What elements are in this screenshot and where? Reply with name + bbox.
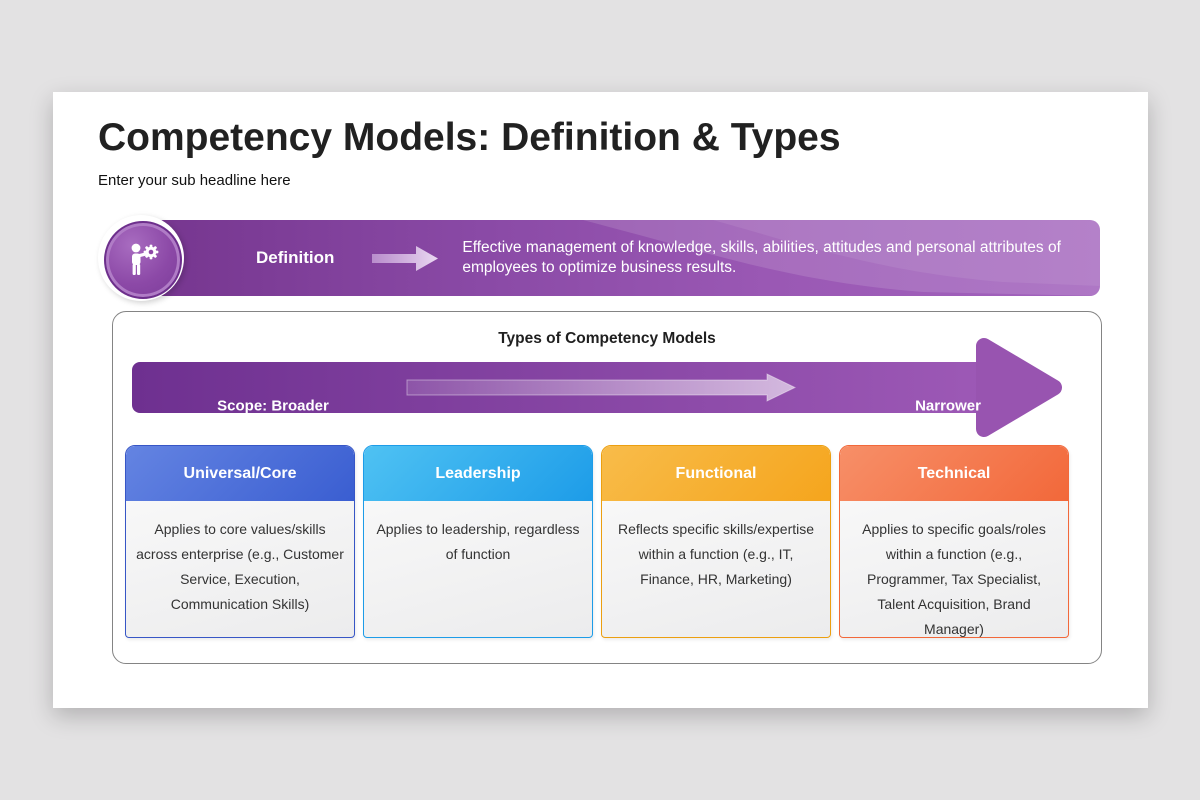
definition-label: Definition [256,248,335,267]
banner-content: Definition Effective management of knowl… [153,220,1100,296]
card-description: Reflects specific skills/expertise withi… [617,521,815,587]
card-universal-core: Universal/Core Applies to core values/sk… [125,445,355,638]
card-title: Technical [917,464,991,482]
types-section-title: Types of Competency Models [498,330,716,347]
card-description: Applies to core values/skills across ent… [136,521,344,612]
card-description: Applies to specific goals/roles within a… [862,521,1046,637]
card-title: Functional [675,464,757,482]
scope-broader-label: Scope: Broader [217,397,329,415]
card-description: Applies to leadership, regardless of fun… [376,521,580,562]
icon-disc [104,221,182,299]
scope-arrow-shape [132,338,1062,437]
page-subtitle: Enter your sub headline here [98,172,291,189]
card-header: Functional [602,446,830,501]
person-gear-icon [131,243,159,275]
scope-narrower-label: Narrower [915,397,981,415]
card-header: Universal/Core [126,446,354,501]
banner-swoosh-shape [583,220,1100,296]
page-title: Competency Models: Definition & Types [98,116,841,159]
card-title: Universal/Core [183,464,297,482]
card-technical: Technical Applies to specific goals/role… [839,445,1069,638]
definition-description: Effective management of knowledge, skill… [462,239,1061,276]
card-leadership: Leadership Applies to leadership, regard… [363,445,593,638]
card-functional: Functional Reflects specific skills/expe… [601,445,831,638]
card-header: Leadership [364,446,592,501]
card-title: Leadership [435,464,521,482]
definition-banner: Definition Effective management of knowl… [153,220,1100,296]
arrow-right-icon [372,245,439,271]
competency-type-cards: Universal/Core Applies to core values/sk… [125,445,1069,638]
card-header: Technical [840,446,1068,501]
presentation-slide: Competency Models: Definition & Types En… [53,92,1148,708]
